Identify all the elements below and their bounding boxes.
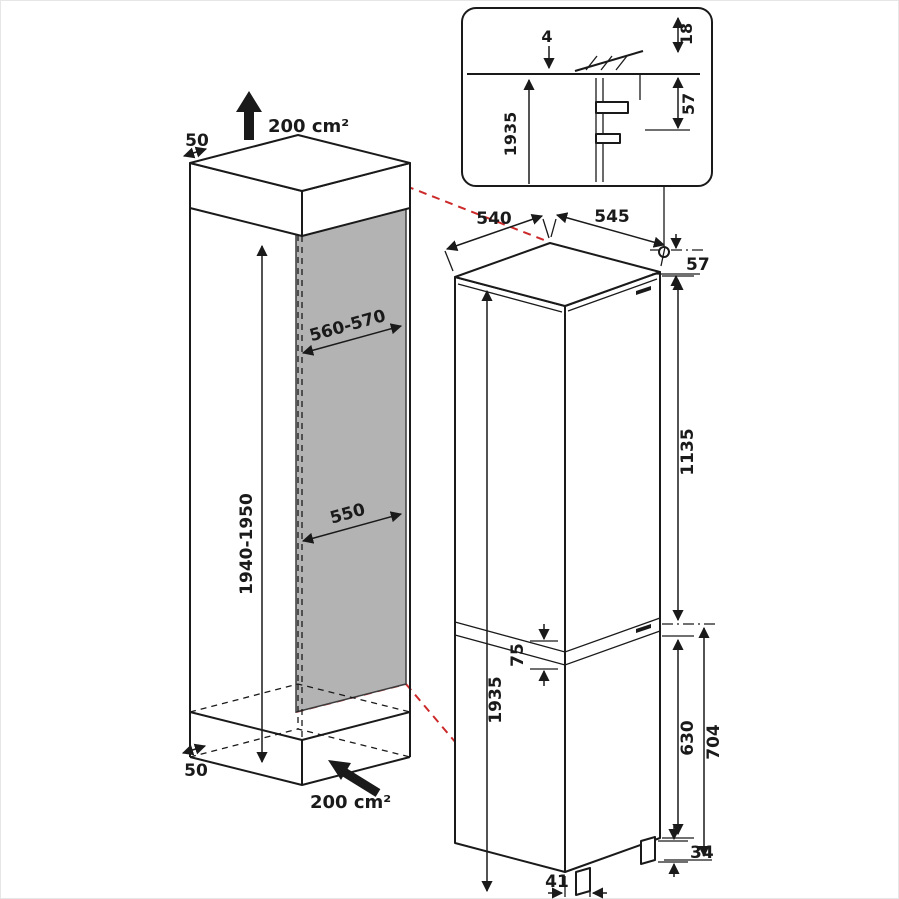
fridge-top-face — [454, 242, 661, 307]
airflow-arrow-up — [236, 91, 262, 140]
inset-overhang-dimension: 18 — [677, 23, 696, 45]
niche-top-slab — [189, 134, 411, 237]
niche-height-dimension: 1940-1950 — [237, 493, 257, 595]
foot-depth-dimension: 41 — [545, 872, 569, 892]
appliance-width-dimension: 545 — [594, 207, 630, 227]
fridge-handle-bottom — [636, 624, 651, 633]
lower-section-dimension: 704 — [704, 724, 724, 760]
hinge-detail — [595, 74, 641, 182]
fridge-front-face — [564, 271, 661, 873]
appliance-depth-dimension: 540 — [476, 209, 512, 229]
appliance-top-gap-dimension: 57 — [686, 255, 710, 275]
bottom-clearance-label: 50 — [184, 761, 208, 781]
fridge-side-face — [454, 276, 566, 873]
fridge-foot-left — [575, 867, 591, 896]
airflow-arrow-bottom — [328, 760, 381, 797]
lower-door-dimension: 630 — [678, 720, 698, 756]
fridge-handle-top — [636, 286, 651, 295]
door-gap-dimension: 75 — [508, 643, 528, 667]
niche-back-panel — [295, 185, 407, 713]
appliance-height-dimension: 1935 — [486, 676, 506, 723]
bottom-vent-area-label: 200 cm² — [310, 792, 391, 813]
top-clearance-label: 50 — [185, 131, 209, 151]
inset-height-dimension: 1935 — [501, 112, 520, 157]
upper-door-dimension: 1135 — [678, 428, 698, 475]
detail-inset: 4 1935 18 57 — [461, 7, 713, 187]
niche-depth-dimension-line — [301, 511, 403, 544]
appliance-drawing: 540 545 57 1935 1135 75 630 704 — [444, 186, 724, 899]
appliance-width-dimension-line — [555, 212, 666, 248]
inset-top-gap-dimension: 4 — [541, 27, 552, 46]
niche-width-dimension-line — [301, 323, 403, 356]
counter-edge-section — [574, 50, 644, 72]
niche-drawing: 200 cm² 50 1940-1950 560-570 550 50 200 … — [181, 91, 563, 869]
appliance-depth-dimension-line — [445, 214, 544, 251]
fridge-foot-right — [640, 836, 656, 865]
top-vent-area-label: 200 cm² — [268, 116, 349, 137]
detail-inset-frame — [461, 7, 713, 187]
inset-recess-dimension: 57 — [679, 93, 698, 115]
foot-height-dimension: 34 — [690, 843, 714, 863]
